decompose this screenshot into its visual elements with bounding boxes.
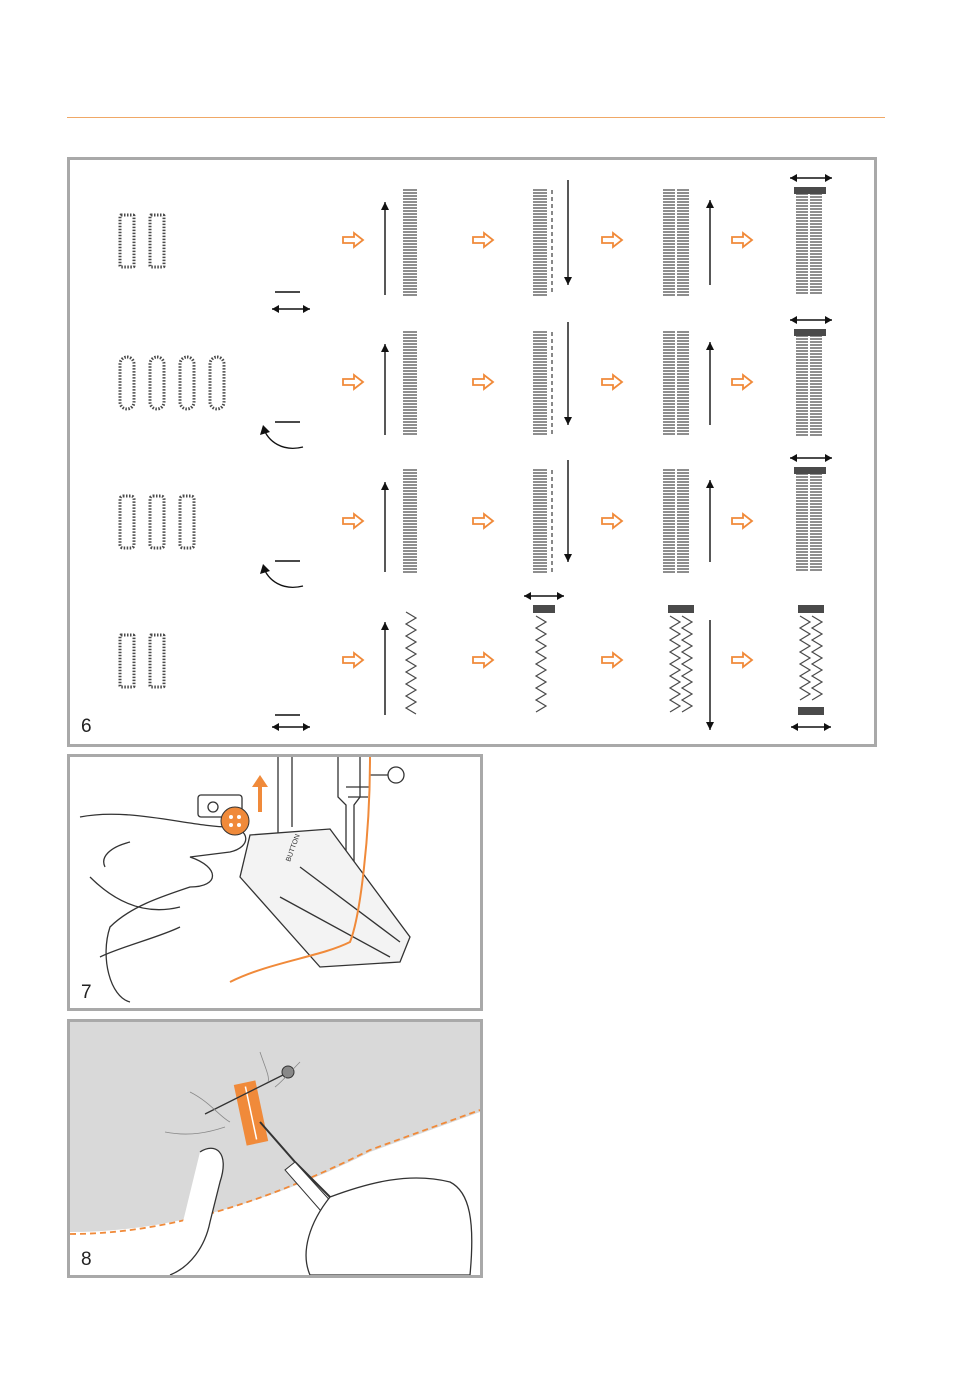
cutting-buttonhole-illustration: [70, 1022, 480, 1275]
figure-number-8: 8: [81, 1249, 92, 1271]
buttonhole-sample-icon: [150, 357, 164, 409]
buttonhole-sample-icon: [120, 496, 134, 548]
step-arrow-icon: [473, 233, 493, 247]
bartack-icon: [794, 467, 826, 474]
buttonhole-sample-icon: [210, 357, 224, 409]
bartack-icon: [798, 605, 824, 613]
stitch-column-icon: [796, 336, 808, 435]
button-icon: [221, 807, 249, 835]
figure-number-6: 6: [81, 716, 92, 738]
stitch-column-icon: [403, 470, 417, 572]
zigzag-column-icon: [682, 616, 692, 712]
step-arrow-icon: [602, 233, 622, 247]
buttonhole-sample-icon: [120, 215, 134, 267]
step-arrow-icon: [732, 375, 752, 389]
pivot-arrow-icon: [263, 566, 303, 587]
stitch-column-icon: [810, 336, 822, 435]
buttonhole-sample-icon: [180, 357, 194, 409]
figure-7-buttonhole-foot: BUTTON 7: [67, 754, 483, 1011]
bartack-icon: [794, 329, 826, 336]
knob-icon: [388, 767, 404, 783]
zigzag-column-icon: [406, 612, 416, 714]
stitch-column-icon: [677, 470, 689, 572]
step-arrow-icon: [343, 375, 363, 389]
zigzag-column-icon: [812, 616, 822, 700]
buttonhole-sample-icon: [120, 635, 134, 687]
stitch-column-icon: [533, 332, 547, 434]
step-arrow-icon: [343, 653, 363, 667]
stitch-column-icon: [533, 190, 547, 295]
zigzag-column-icon: [670, 616, 680, 712]
buttonhole-sample-icon: [150, 635, 164, 687]
buttonhole-steps-diagram: [70, 160, 874, 744]
stitch-column-icon: [796, 474, 808, 570]
stitch-column-icon: [663, 190, 675, 295]
stitch-column-icon: [796, 194, 808, 293]
bartack-icon: [798, 707, 824, 715]
step-arrow-icon: [473, 653, 493, 667]
step-arrow-icon: [343, 233, 363, 247]
step-arrow-icon: [473, 375, 493, 389]
figure-number-7: 7: [81, 982, 92, 1004]
bartack-icon: [668, 605, 694, 613]
step-arrow-icon: [602, 653, 622, 667]
stitch-column-icon: [677, 190, 689, 295]
header-rule: [67, 117, 885, 118]
stitch-column-icon: [533, 470, 547, 572]
buttonhole-sample-icon: [120, 357, 134, 409]
stitch-column-icon: [663, 332, 675, 434]
zigzag-column-icon: [536, 616, 546, 712]
stitch-column-icon: [810, 194, 822, 293]
step-arrow-icon: [602, 514, 622, 528]
stitch-column-icon: [677, 332, 689, 434]
stitch-column-icon: [663, 470, 675, 572]
buttonhole-foot-illustration: BUTTON: [70, 757, 480, 1008]
pivot-arrow-icon: [263, 427, 303, 448]
needle-bar-icon: [278, 757, 292, 837]
bartack-icon: [794, 187, 826, 194]
buttonhole-sample-icon: [150, 215, 164, 267]
step-arrow-icon: [732, 653, 752, 667]
stitch-column-icon: [403, 332, 417, 434]
step-arrow-icon: [732, 514, 752, 528]
buttonhole-sample-icon: [180, 496, 194, 548]
zigzag-column-icon: [800, 616, 810, 700]
stitch-column-icon: [810, 474, 822, 570]
figure-8-cutting-buttonhole: 8: [67, 1019, 483, 1278]
figure-6-buttonhole-steps: 6: [67, 157, 877, 747]
stitch-column-icon: [403, 190, 417, 295]
bartack-icon: [533, 605, 555, 613]
hand-icon: [80, 814, 246, 1002]
step-arrow-icon: [473, 514, 493, 528]
buttonhole-sample-icon: [150, 496, 164, 548]
presser-foot-icon: [240, 829, 410, 967]
step-arrow-icon: [343, 514, 363, 528]
step-arrow-icon: [602, 375, 622, 389]
step-arrow-icon: [732, 233, 752, 247]
